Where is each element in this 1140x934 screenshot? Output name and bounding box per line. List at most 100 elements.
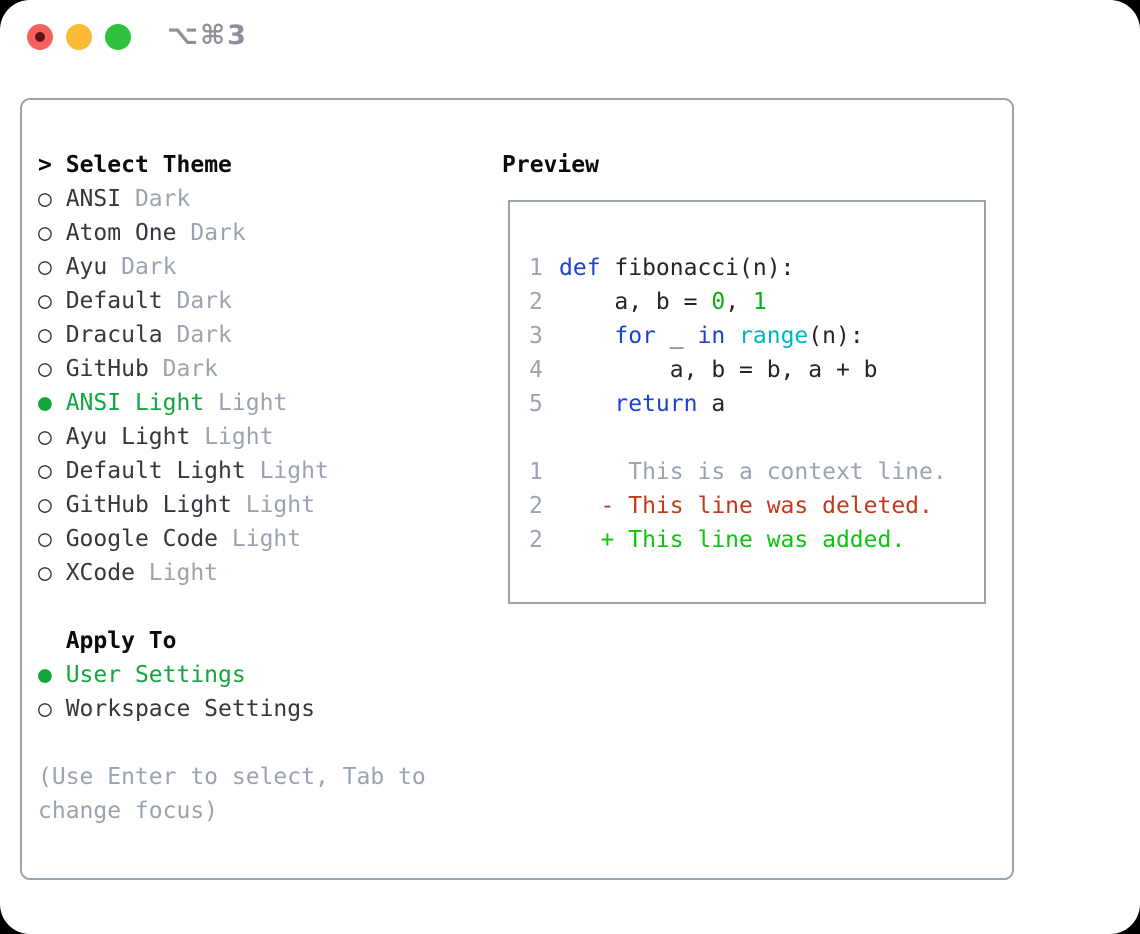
- code-segment-plain: ,: [725, 289, 753, 315]
- theme-name: ANSI Light: [51, 390, 219, 416]
- theme-name: XCode: [51, 560, 149, 586]
- code-segment-plain: a: [697, 391, 726, 417]
- radio-unselected-icon: ○: [38, 186, 52, 212]
- code-segment-del: - This line was deleted.: [559, 493, 933, 519]
- theme-name: GitHub: [51, 356, 163, 382]
- cursor-arrow-icon: >: [38, 152, 52, 178]
- code-segment-kw: def: [559, 255, 601, 281]
- line-number: 2: [529, 289, 543, 315]
- theme-option-github[interactable]: ○ GitHub Dark: [38, 352, 329, 386]
- line-number: 2: [529, 527, 543, 553]
- code-segment-builtin: range: [739, 323, 809, 349]
- code-line: 3 for _ in range(n):: [529, 319, 984, 353]
- theme-option-xcode[interactable]: ○ XCode Light: [38, 556, 329, 590]
- radio-unselected-icon: ○: [38, 424, 52, 450]
- line-number: 3: [529, 323, 543, 349]
- line-number: 1: [529, 255, 543, 281]
- apply-to-header: Apply To: [65, 628, 177, 654]
- code-segment-num: 1: [752, 289, 767, 315]
- theme-variant-tag: Light: [218, 390, 288, 416]
- apply-to-section: Apply To ● User Settings○ Workspace Sett…: [38, 624, 315, 726]
- code-segment-ctx: This is a context line.: [559, 459, 947, 485]
- traffic-light-minimize-button[interactable]: [66, 24, 92, 50]
- theme-option-ansi[interactable]: ○ ANSI Dark: [38, 182, 329, 216]
- code-line: 1 def fibonacci(n):: [529, 251, 984, 285]
- theme-option-default[interactable]: ○ Default Dark: [38, 284, 329, 318]
- line-number: 4: [529, 357, 543, 383]
- theme-variant-tag: Dark: [176, 288, 232, 314]
- code-segment-plain: a, b =: [559, 289, 712, 315]
- help-line-2: change focus): [38, 798, 219, 824]
- select-theme-title: Select Theme: [65, 152, 232, 178]
- theme-name: ANSI: [51, 186, 135, 212]
- code-segment-kw: return: [614, 391, 698, 417]
- theme-option-google-code[interactable]: ○ Google Code Light: [38, 522, 329, 556]
- theme-variant-tag: Light: [231, 526, 302, 552]
- code-line: 1 This is a context line.: [529, 455, 984, 489]
- theme-name: Ayu: [51, 254, 122, 280]
- theme-option-default-light[interactable]: ○ Default Light Light: [38, 454, 329, 488]
- theme-name: Dracula: [51, 322, 177, 348]
- theme-variant-tag: Dark: [121, 254, 177, 280]
- theme-name: GitHub Light: [51, 492, 246, 518]
- theme-name: Ayu Light: [51, 424, 205, 450]
- radio-unselected-icon: ○: [38, 458, 52, 484]
- line-number: 1: [529, 459, 543, 485]
- code-line: 5 return a: [529, 387, 984, 421]
- traffic-light-close-button[interactable]: [27, 24, 53, 50]
- apply-option-user-settings[interactable]: ● User Settings: [38, 658, 315, 692]
- code-segment-add: + This line was added.: [559, 527, 906, 553]
- radio-unselected-icon: ○: [38, 288, 52, 314]
- apply-to-options: ● User Settings○ Workspace Settings: [38, 658, 315, 726]
- code-line: 4 a, b = b, a + b: [529, 353, 984, 387]
- title-bar: ⌥⌘3: [0, 0, 1140, 80]
- theme-variant-tag: Light: [259, 458, 329, 484]
- theme-list: ○ ANSI Dark○ Atom One Dark○ Ayu Dark○ De…: [38, 182, 329, 590]
- radio-selected-icon: ●: [38, 390, 52, 416]
- code-segment-kw: for: [614, 323, 656, 349]
- radio-unselected-icon: ○: [38, 356, 52, 382]
- code-segment-plain: (n):: [808, 323, 864, 349]
- line-number: 5: [529, 391, 543, 417]
- code-segment-kw: in: [697, 323, 726, 349]
- code-segment-plain: _: [655, 323, 698, 349]
- radio-unselected-icon: ○: [38, 696, 52, 722]
- code-line: 2 a, b = 0, 1: [529, 285, 984, 319]
- code-segment-plain: [559, 391, 614, 417]
- theme-option-ayu[interactable]: ○ Ayu Dark: [38, 250, 329, 284]
- theme-variant-tag: Dark: [190, 220, 246, 246]
- line-number: [529, 421, 559, 455]
- theme-option-ansi-light[interactable]: ● ANSI Light Light: [38, 386, 329, 420]
- apply-option-workspace-settings[interactable]: ○ Workspace Settings: [38, 692, 315, 726]
- code-segment-plain: [725, 323, 739, 349]
- traffic-light-zoom-button[interactable]: [105, 24, 131, 50]
- window-title: ⌥⌘3: [167, 20, 248, 51]
- preview-header: Preview: [502, 152, 599, 178]
- close-dot-icon: [35, 32, 45, 42]
- radio-unselected-icon: ○: [38, 322, 52, 348]
- code-line: [529, 421, 984, 455]
- radio-selected-icon: ●: [38, 662, 52, 688]
- help-line-1: (Use Enter to select, Tab to: [38, 764, 426, 790]
- theme-name: Google Code: [51, 526, 232, 552]
- code-segment-plain: fibonacci(n):: [600, 255, 795, 281]
- theme-name: Atom One: [51, 220, 191, 246]
- theme-option-ayu-light[interactable]: ○ Ayu Light Light: [38, 420, 329, 454]
- apply-option-label: User Settings: [51, 662, 246, 688]
- theme-option-dracula[interactable]: ○ Dracula Dark: [38, 318, 329, 352]
- select-theme-header: > Select Theme: [38, 148, 232, 182]
- theme-option-atom-one[interactable]: ○ Atom One Dark: [38, 216, 329, 250]
- line-number: 2: [529, 493, 543, 519]
- theme-variant-tag: Light: [245, 492, 315, 518]
- code-line: 2 + This line was added.: [529, 523, 984, 557]
- theme-name: Default: [51, 288, 177, 314]
- theme-variant-tag: Dark: [176, 322, 232, 348]
- theme-variant-tag: Dark: [134, 186, 191, 212]
- theme-variant-tag: Light: [148, 560, 219, 586]
- radio-unselected-icon: ○: [38, 254, 52, 280]
- code-segment-plain: [559, 323, 614, 349]
- radio-unselected-icon: ○: [38, 492, 52, 518]
- theme-option-github-light[interactable]: ○ GitHub Light Light: [38, 488, 329, 522]
